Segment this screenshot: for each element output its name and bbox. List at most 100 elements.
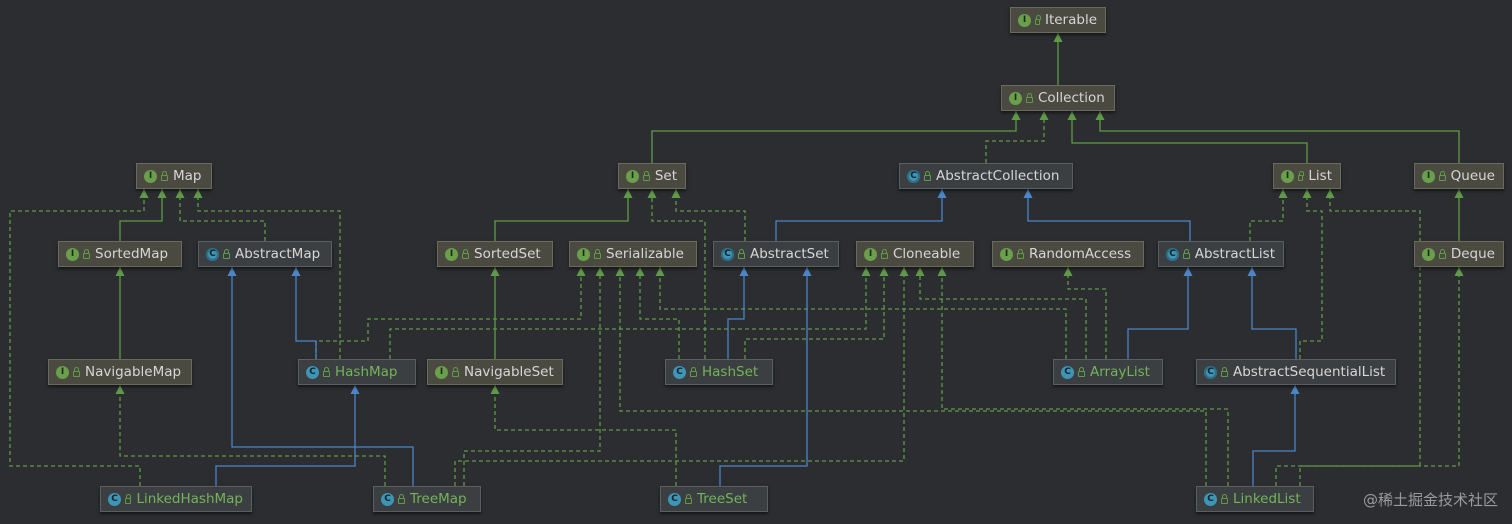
interface-badge-icon: I xyxy=(626,169,639,183)
public-lock-icon xyxy=(1017,248,1024,259)
edge-abstractset-abstractcollection xyxy=(775,189,947,241)
interface-badge-icon: I xyxy=(66,247,79,261)
public-lock-icon xyxy=(452,366,459,377)
node-label: Map xyxy=(173,168,202,184)
node-label: Iterable xyxy=(1044,12,1097,28)
edge-deque-queue xyxy=(1454,189,1464,241)
class-badge-icon: C xyxy=(673,365,686,379)
node-label: SortedMap xyxy=(95,246,169,262)
edge-abstractlist-abstractcollection xyxy=(1023,189,1191,241)
edge-arraylist-cloneable xyxy=(915,267,1087,359)
edge-linkedhashmap-map xyxy=(9,189,149,486)
edge-queue-collection xyxy=(1095,111,1460,163)
interface-badge-icon: I xyxy=(56,365,69,379)
edge-treeset-navigableset xyxy=(490,385,677,486)
class-badge-icon: C xyxy=(1061,365,1074,379)
edge-abstractset-set xyxy=(671,189,746,241)
node-label: AbstractMap xyxy=(235,246,321,262)
watermark: @稀土掘金技术社区 xyxy=(1362,491,1498,509)
node-label: AbstractSequentialList xyxy=(1233,364,1386,380)
edge-treeset-abstractset xyxy=(719,267,812,486)
abstract-badge-icon: C xyxy=(206,247,219,261)
interface-badge-icon: I xyxy=(1422,247,1435,261)
edge-treemap-cloneable xyxy=(454,267,909,486)
node-label: HashSet xyxy=(702,364,759,380)
node-label: Set xyxy=(654,168,677,184)
edge-treemap-serializable xyxy=(463,267,605,486)
edge-arraylist-abstractlist xyxy=(1127,267,1193,359)
class-badge-icon: C xyxy=(1204,492,1217,506)
edge-linkedhashmap-hashmap xyxy=(215,385,360,486)
public-lock-icon xyxy=(161,170,168,181)
node-label: Serializable xyxy=(606,246,684,262)
node-label: SortedSet xyxy=(474,246,541,262)
edge-arraylist-randomaccess xyxy=(1063,267,1107,359)
public-lock-icon xyxy=(738,248,745,259)
node-sorted-map[interactable]: I SortedMap xyxy=(58,241,182,267)
node-linked-hash-map[interactable]: C LinkedHashMap xyxy=(100,486,252,512)
public-lock-icon xyxy=(924,170,931,181)
edge-navigablemap-sortedmap xyxy=(115,267,125,359)
node-label: AbstractList xyxy=(1194,246,1275,262)
node-label: HashMap xyxy=(335,364,398,380)
node-hash-set[interactable]: C HashSet xyxy=(665,359,773,385)
node-set[interactable]: I Set xyxy=(618,163,686,189)
edge-hashmap-serializable xyxy=(315,267,586,359)
public-lock-icon xyxy=(690,366,697,377)
public-lock-icon xyxy=(1221,366,1228,377)
edge-hashset-serializable xyxy=(635,267,680,359)
public-lock-icon xyxy=(323,366,330,377)
interface-badge-icon: I xyxy=(1000,247,1013,261)
node-abstract-map[interactable]: C AbstractMap xyxy=(198,241,332,267)
public-lock-icon xyxy=(125,493,132,504)
edge-hashset-abstractset xyxy=(727,267,749,359)
edge-collection-iterable xyxy=(1053,33,1063,85)
class-badge-icon: C xyxy=(108,492,121,506)
public-lock-icon xyxy=(1221,493,1228,504)
node-label: AbstractSet xyxy=(750,246,829,262)
public-lock-icon xyxy=(1026,92,1033,103)
public-lock-icon xyxy=(1078,366,1085,377)
edge-linkedlist-serializable xyxy=(615,267,1207,486)
edge-hashmap-map xyxy=(193,189,341,359)
node-label: List xyxy=(1308,168,1332,184)
edge-navigablemap-treemap xyxy=(115,385,386,486)
edge-sortedset-set xyxy=(494,189,633,241)
abstract-badge-icon: C xyxy=(1204,365,1217,379)
edge-list-collection xyxy=(1067,111,1308,163)
public-lock-icon xyxy=(1439,248,1446,259)
edge-arraylist-serializable xyxy=(655,267,1067,359)
interface-badge-icon: I xyxy=(1281,169,1294,183)
edge-treemap-abstractmap xyxy=(227,267,414,486)
node-list[interactable]: I List xyxy=(1273,163,1341,189)
public-lock-icon xyxy=(685,493,692,504)
node-abstract-sequential-list[interactable]: C AbstractSequentialList xyxy=(1196,359,1396,385)
node-label: TreeSet xyxy=(697,491,748,507)
public-lock-icon xyxy=(398,493,405,504)
edge-hashmap-cloneable xyxy=(389,267,871,359)
public-lock-icon xyxy=(643,170,650,181)
interface-badge-icon: I xyxy=(864,247,877,261)
edge-sortedmap-map xyxy=(119,189,167,241)
node-label: LinkedHashMap xyxy=(136,491,243,507)
public-lock-icon xyxy=(594,248,601,259)
